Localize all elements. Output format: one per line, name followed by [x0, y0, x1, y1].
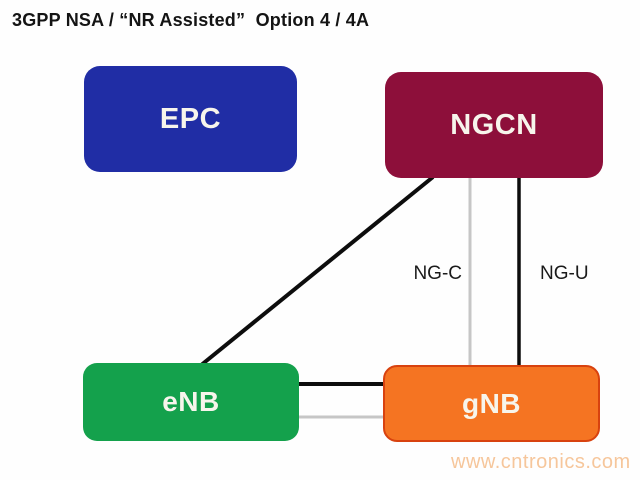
link-ngcn-enb-diagonal-line: [198, 175, 435, 368]
diagram-title: 3GPP NSA / “NR Assisted” Option 4 / 4A: [12, 10, 370, 30]
node-gnb-label: gNB: [461, 387, 522, 419]
node-epc-label: EPC: [159, 102, 222, 135]
link-label-ng-u: NG-U: [540, 263, 589, 284]
link-label-ng-c: NG-C: [413, 263, 462, 284]
node-ngcn: NGCN: [385, 72, 603, 178]
node-gnb: gNB: [383, 365, 600, 442]
watermark-text: www.cntronics.com: [451, 451, 631, 473]
node-ngcn-label: NGCN: [450, 108, 538, 141]
node-enb: eNB: [83, 363, 299, 441]
node-epc: EPC: [84, 66, 297, 172]
node-enb-label: eNB: [162, 386, 220, 417]
